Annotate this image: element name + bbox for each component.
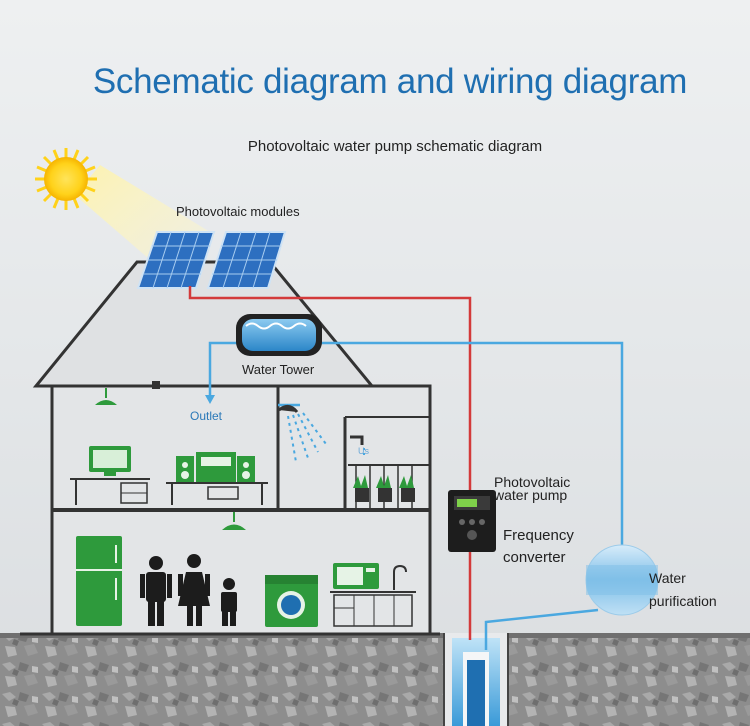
use-label: Us bbox=[358, 446, 369, 456]
water-tower-label: Water Tower bbox=[242, 362, 315, 377]
faucet-icon bbox=[350, 435, 365, 458]
water-tank-icon bbox=[236, 314, 322, 356]
kitchen-icon bbox=[330, 563, 416, 627]
photovoltaic-water-pump-label: Photovoltaic water pump bbox=[494, 474, 571, 503]
power-wire bbox=[188, 286, 472, 490]
inverter-icon bbox=[448, 490, 496, 552]
plant-icon bbox=[348, 464, 430, 508]
lamp-icon bbox=[95, 388, 246, 530]
photovoltaic-modules-label: Photovoltaic modules bbox=[176, 204, 300, 219]
fridge-icon bbox=[76, 536, 122, 626]
well-icon bbox=[443, 633, 509, 726]
frequency-converter-label: Frequency converter bbox=[503, 527, 574, 566]
solar-panel-icon bbox=[136, 231, 287, 289]
ground bbox=[0, 636, 750, 726]
filter-tank-icon bbox=[585, 544, 659, 616]
outlet-label: Outlet bbox=[190, 409, 223, 423]
page-title: Schematic diagram and wiring diagram bbox=[92, 62, 688, 101]
diagram-subtitle: Photovoltaic water pump schematic diagra… bbox=[247, 138, 543, 155]
water-purification-label: Water purification bbox=[649, 570, 717, 609]
shower-icon bbox=[278, 405, 327, 463]
sun-icon bbox=[35, 148, 97, 210]
washing-machine-icon bbox=[265, 575, 318, 627]
outlet-arrow bbox=[205, 395, 215, 404]
stereo-icon bbox=[166, 452, 268, 505]
tv-icon bbox=[70, 446, 150, 505]
family-icon bbox=[140, 554, 237, 626]
